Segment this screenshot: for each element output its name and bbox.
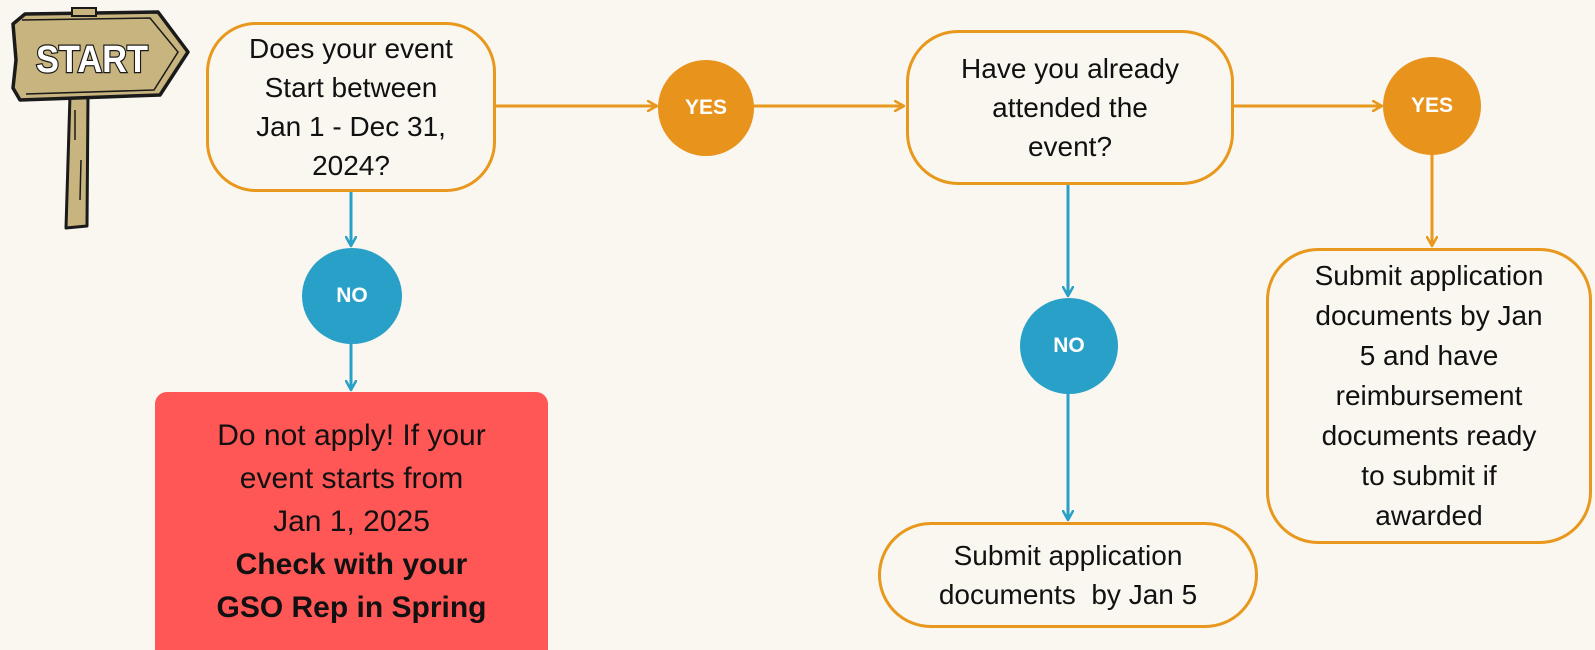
outcome-do-not-apply-line: Do not apply! If your xyxy=(217,418,486,452)
question-event-dates-line: 2024? xyxy=(312,150,390,181)
outcome-submit-with-reimbursement: Submit application documents by Jan 5 an… xyxy=(1266,248,1592,544)
yes-badge-q2: YES xyxy=(1383,57,1481,155)
outcome-submit-by-jan5-line: documents by Jan 5 xyxy=(938,579,1198,610)
yes-badge-q1: YES xyxy=(658,60,754,156)
outcome-reimbursement-line: documents by Jan xyxy=(1315,300,1543,331)
outcome-submit-by-jan5-line: Submit application xyxy=(953,540,1183,571)
outcome-reimbursement-line: 5 and have xyxy=(1359,340,1499,371)
question-event-dates: Does your event Start between Jan 1 - De… xyxy=(206,22,496,192)
question-already-attended: Have you already attended the event? xyxy=(906,30,1234,185)
outcome-do-not-apply-line: Jan 1, 2025 xyxy=(273,504,430,538)
outcome-submit-by-jan5: Submit application documents by Jan 5 xyxy=(878,522,1258,628)
outcome-reimbursement-line: reimbursement xyxy=(1335,380,1523,411)
no-badge-q2: NO xyxy=(1020,298,1118,394)
outcome-reimbursement-line: to submit if xyxy=(1361,460,1497,491)
question-already-attended-line: attended the xyxy=(992,92,1148,123)
outcome-do-not-apply-emphasis: Check with your xyxy=(235,547,468,581)
outcome-reimbursement-line: Submit application xyxy=(1314,260,1544,291)
outcome-reimbursement-line: documents ready xyxy=(1321,420,1537,451)
outcome-do-not-apply-emphasis: GSO Rep in Spring xyxy=(216,590,487,624)
no-badge-q1: NO xyxy=(302,248,402,344)
question-event-dates-line: Does your event xyxy=(249,33,453,64)
question-already-attended-line: event? xyxy=(1027,131,1113,162)
question-event-dates-line: Start between xyxy=(264,72,438,103)
outcome-do-not-apply-line: event starts from xyxy=(239,461,464,495)
outcome-reimbursement-line: awarded xyxy=(1375,500,1483,531)
outcome-do-not-apply: Do not apply! If your event starts from … xyxy=(155,392,548,650)
start-signpost-icon: START xyxy=(11,7,190,230)
question-event-dates-line: Jan 1 - Dec 31, xyxy=(256,111,446,142)
question-already-attended-line: Have you already xyxy=(961,53,1179,84)
start-sign-label: START xyxy=(36,39,148,81)
